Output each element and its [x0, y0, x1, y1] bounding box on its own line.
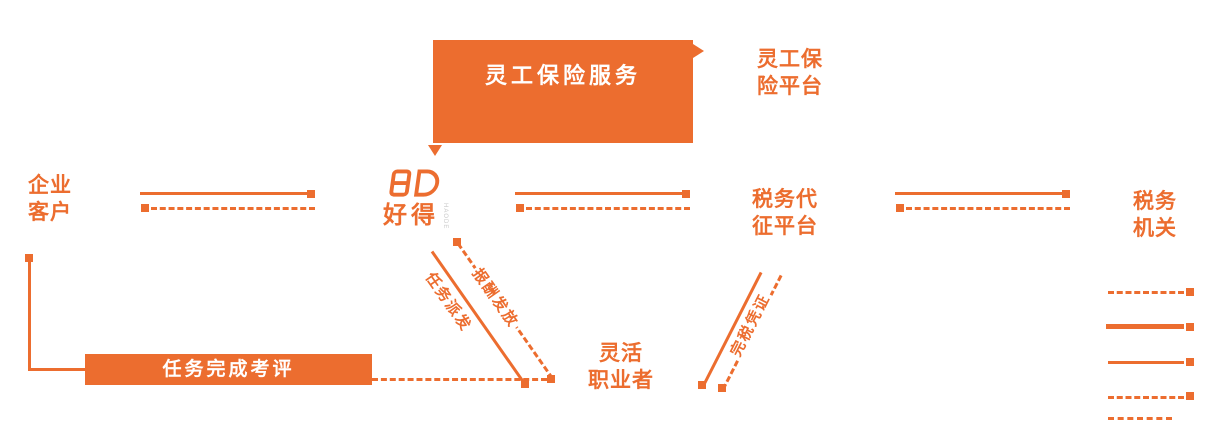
- enterprise-line1: 企业: [28, 174, 72, 197]
- legend-endpoint: [1186, 358, 1194, 366]
- connector-line: [895, 192, 1062, 195]
- haode-logo-mark-icon: [389, 169, 440, 197]
- insurance-platform-line2: 险平台: [757, 75, 823, 98]
- tax-agency-line2: 征平台: [752, 215, 818, 238]
- connector-endpoint: [516, 204, 524, 212]
- legend-line-solid-thick: [1106, 324, 1184, 329]
- legend-endpoint: [1186, 392, 1194, 400]
- connector-endpoint: [682, 190, 690, 198]
- connector-line: [526, 207, 690, 210]
- worker-line2: 职业者: [588, 369, 654, 392]
- arrow-to-insurance-platform-icon: [693, 44, 704, 58]
- connector-endpoint: [521, 380, 529, 388]
- connector-line: [140, 192, 307, 195]
- legend-line-dashed-2: [1108, 396, 1184, 399]
- haode-logo-brand-text: 好得: [383, 202, 439, 229]
- connector-line: [372, 378, 547, 381]
- connector-endpoint: [896, 204, 904, 212]
- legend-line-solid: [1108, 361, 1184, 364]
- worker-line1: 灵活: [599, 342, 643, 365]
- connector-endpoint: [1062, 190, 1070, 198]
- insurance-service-box: 灵工保险服务: [433, 40, 693, 143]
- evaluation-bar: 任务完成考评: [85, 354, 372, 385]
- node-tax-authority: 税务 机关: [1133, 188, 1177, 242]
- connector-endpoint: [307, 190, 315, 198]
- node-enterprise: 企业 客户: [28, 172, 72, 226]
- connector-endpoint: [718, 384, 726, 392]
- tax-authority-line1: 税务: [1133, 190, 1177, 213]
- connector-line: [28, 258, 31, 371]
- enterprise-line2: 客户: [28, 201, 72, 224]
- connector-line: [906, 207, 1070, 210]
- evaluation-bar-label: 任务完成考评: [162, 359, 295, 380]
- connector-endpoint: [453, 238, 461, 246]
- legend-line-dashed-3: [1108, 417, 1172, 420]
- connector-line: [515, 192, 682, 195]
- node-tax-agency: 税务代 征平台: [752, 186, 818, 240]
- tax-authority-line2: 机关: [1133, 217, 1177, 240]
- connector-endpoint: [698, 381, 706, 389]
- connector-line: [28, 368, 86, 371]
- legend-line-dashed-1: [1108, 291, 1184, 294]
- node-insurance-platform: 灵工保 险平台: [757, 46, 823, 100]
- arrow-to-logo-icon: [428, 145, 442, 156]
- haode-logo-sub-text: HAODE: [442, 203, 448, 230]
- legend-endpoint: [1186, 288, 1194, 296]
- node-worker: 灵活 职业者: [580, 340, 662, 394]
- connector-endpoint: [141, 204, 149, 212]
- tax-agency-line1: 税务代: [752, 188, 818, 211]
- insurance-platform-line1: 灵工保: [757, 48, 823, 71]
- legend-endpoint: [1186, 323, 1194, 331]
- insurance-service-box-label: 灵工保险服务: [484, 63, 641, 88]
- connector-line: [151, 207, 315, 210]
- connector-endpoint: [547, 375, 555, 383]
